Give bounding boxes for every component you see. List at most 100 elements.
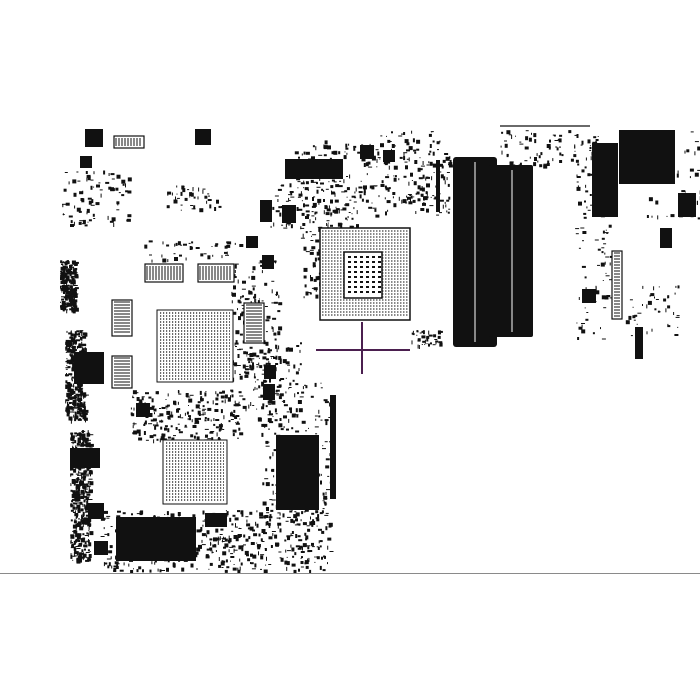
- passive-component: [286, 566, 288, 571]
- passive-component: [519, 143, 524, 145]
- passive-component: [76, 535, 81, 540]
- passive-component: [126, 219, 129, 222]
- passive-component: [320, 419, 323, 421]
- passive-component: [418, 177, 423, 180]
- passive-component: [86, 493, 91, 496]
- passive-component: [70, 297, 74, 300]
- passive-component: [322, 500, 324, 502]
- passive-component: [81, 392, 85, 396]
- passive-component: [246, 554, 249, 557]
- passive-component: [444, 180, 446, 185]
- passive-component: [198, 404, 200, 406]
- chip-small-6: [263, 384, 275, 400]
- passive-component: [274, 419, 278, 422]
- passive-component: [293, 520, 295, 524]
- passive-component: [161, 570, 165, 571]
- passive-component: [312, 519, 315, 524]
- passive-component: [349, 174, 351, 179]
- passive-component: [256, 523, 259, 528]
- passive-component: [190, 434, 194, 438]
- passive-component: [589, 149, 592, 151]
- passive-component: [363, 185, 367, 190]
- passive-component: [416, 334, 418, 336]
- passive-component: [82, 538, 85, 543]
- passive-component: [62, 302, 64, 305]
- passive-component: [421, 186, 423, 189]
- passive-component: [328, 417, 331, 418]
- passive-component: [74, 440, 77, 444]
- passive-component: [286, 411, 290, 413]
- passive-component: [76, 493, 81, 498]
- passive-component: [265, 319, 270, 322]
- passive-component: [418, 345, 420, 349]
- passive-component: [70, 358, 73, 363]
- passive-component: [552, 134, 556, 136]
- passive-component: [315, 239, 320, 243]
- passive-component: [404, 139, 409, 144]
- passive-component: [76, 502, 81, 504]
- passive-component: [251, 359, 253, 363]
- passive-component: [306, 214, 310, 217]
- passive-component: [212, 544, 217, 548]
- passive-component: [290, 544, 292, 548]
- passive-component: [264, 478, 269, 480]
- passive-component: [559, 152, 562, 156]
- passive-component: [73, 337, 76, 342]
- passive-component: [71, 494, 75, 498]
- passive-component: [188, 415, 191, 418]
- passive-component: [235, 422, 237, 424]
- passive-component: [79, 191, 84, 195]
- passive-component: [297, 400, 302, 404]
- passive-component: [286, 428, 289, 431]
- passive-component: [531, 132, 532, 135]
- passive-component: [195, 432, 198, 435]
- passive-component: [271, 289, 273, 294]
- passive-component: [132, 423, 137, 425]
- passive-component: [324, 555, 326, 559]
- passive-component: [234, 526, 238, 528]
- passive-component: [384, 197, 386, 200]
- passive-component: [316, 546, 319, 548]
- passive-component: [430, 196, 432, 198]
- passive-component: [581, 265, 586, 268]
- chip-small-15: [582, 289, 596, 303]
- passive-component: [323, 498, 328, 499]
- passive-component: [180, 209, 182, 211]
- passive-component: [650, 293, 655, 297]
- passive-component: [70, 224, 74, 227]
- passive-component: [88, 200, 92, 205]
- passive-component: [71, 379, 73, 382]
- passive-component: [412, 330, 414, 333]
- passive-component: [534, 157, 537, 161]
- passive-component: [328, 205, 330, 209]
- passive-component: [432, 151, 435, 156]
- passive-component: [237, 569, 241, 574]
- passive-component: [68, 392, 72, 397]
- passive-component: [252, 529, 255, 532]
- passive-component: [428, 153, 431, 156]
- passive-component: [257, 300, 260, 305]
- passive-component: [221, 255, 223, 259]
- passive-component: [304, 560, 309, 565]
- passive-component: [111, 565, 113, 569]
- passive-component: [421, 187, 425, 192]
- passive-component: [346, 187, 350, 191]
- passive-component: [293, 569, 297, 574]
- passive-component: [76, 504, 81, 509]
- passive-component: [122, 512, 126, 515]
- passive-component: [314, 556, 316, 558]
- passive-component: [110, 556, 112, 560]
- passive-component: [72, 512, 76, 513]
- passive-component: [119, 569, 124, 572]
- passive-component: [79, 479, 82, 481]
- passive-component: [398, 178, 400, 181]
- passive-component: [74, 270, 76, 274]
- passive-component: [283, 415, 287, 419]
- passive-component: [328, 522, 333, 527]
- passive-component: [205, 554, 209, 557]
- passive-component: [77, 398, 79, 402]
- passive-component: [595, 290, 600, 295]
- passive-component: [66, 287, 69, 292]
- passive-component: [258, 385, 261, 389]
- passive-component: [145, 392, 149, 395]
